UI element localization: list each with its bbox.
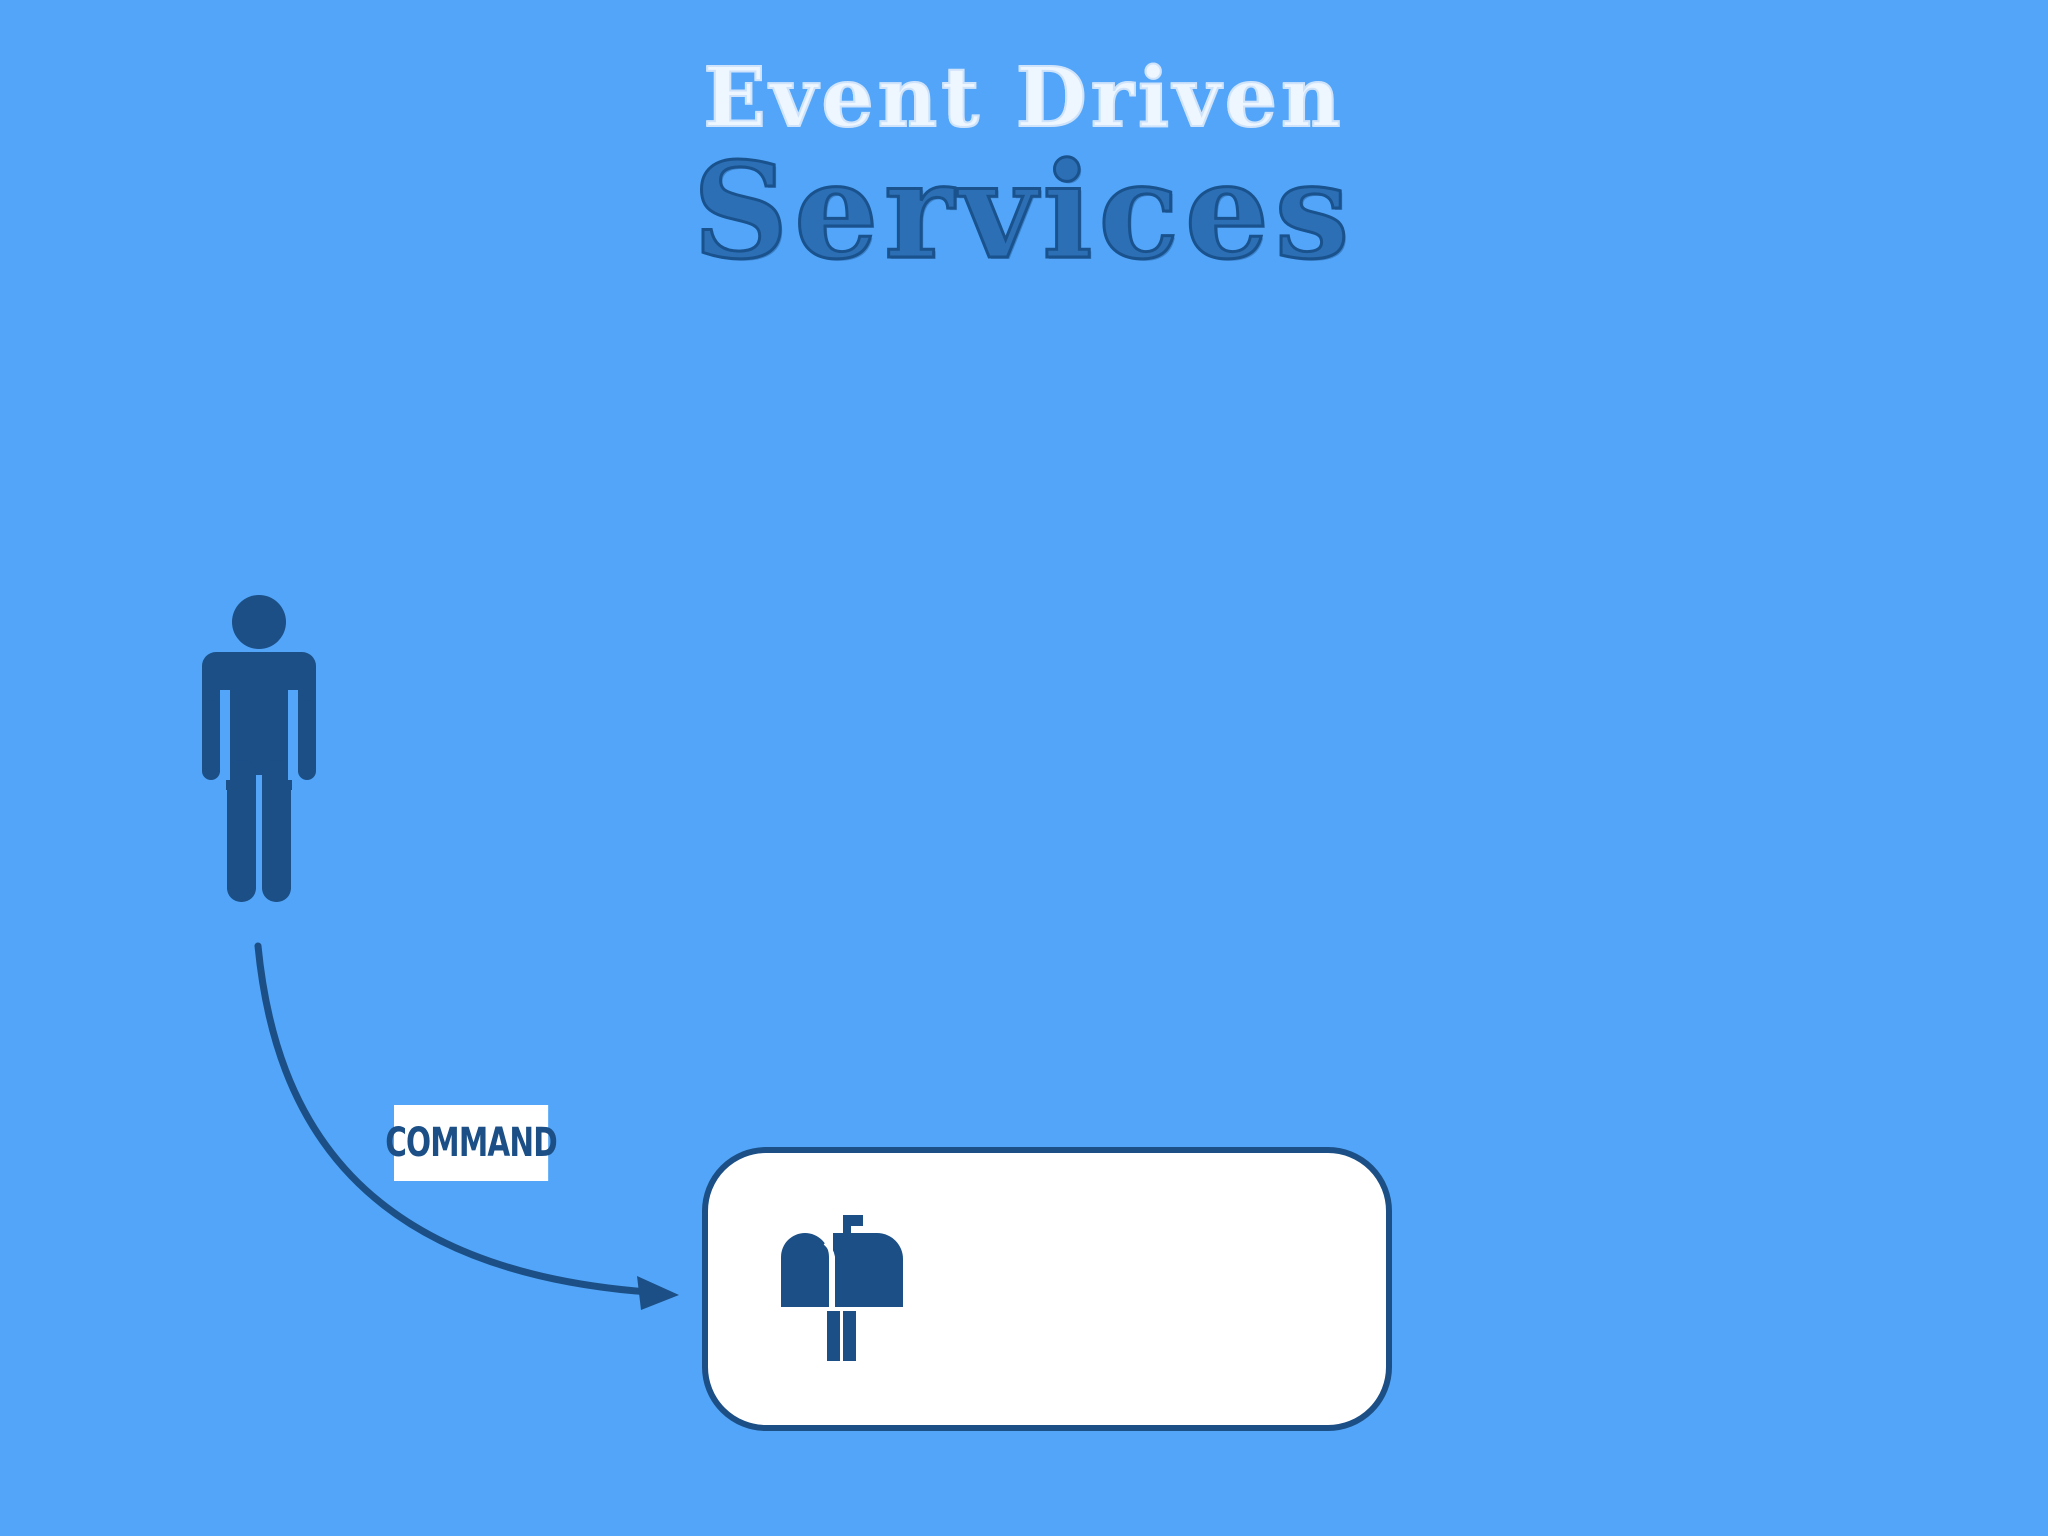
slide-title: Event Driven Services [0, 49, 2048, 289]
arrow-head [637, 1276, 679, 1310]
service-box [702, 1147, 1392, 1431]
person-icon [202, 595, 316, 902]
command-label: COMMAND [385, 1105, 558, 1181]
mailbox-icon [781, 1215, 903, 1361]
command-label-text: COMMAND [385, 1120, 558, 1166]
command-arrow [254, 942, 652, 1296]
title-line-event-driven: Event Driven [702, 49, 1345, 147]
title-line-services: Services [691, 134, 1356, 289]
